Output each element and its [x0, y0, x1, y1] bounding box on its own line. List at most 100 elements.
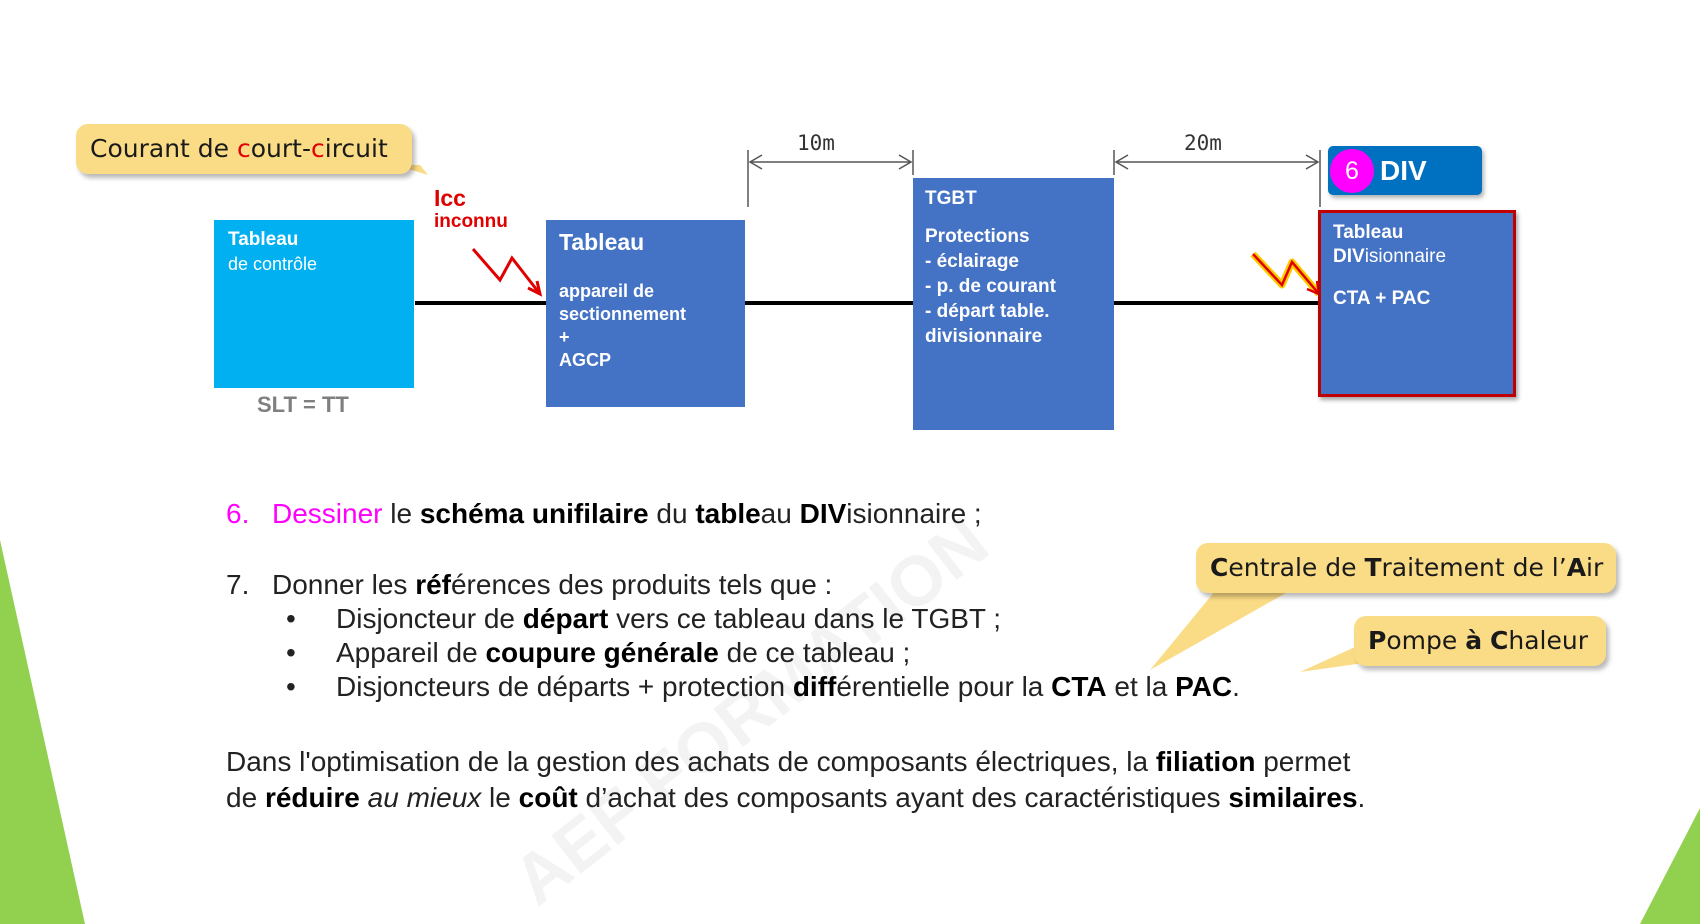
cc-text-4: c — [311, 134, 325, 163]
box-tableau-controle: Tableau de contrôle — [214, 220, 414, 388]
c2-b: réduire — [264, 782, 360, 813]
box-tableau-sectionnement: Tableau appareil de sectionnement + AGCP — [546, 220, 745, 407]
cta-t3: ir — [1586, 553, 1604, 582]
q7-i2-c: de ce tableau ; — [718, 637, 911, 668]
q6-verb: Dessiner — [272, 498, 383, 529]
icc-line-1: Icc — [434, 185, 466, 211]
cta-a: A — [1566, 553, 1587, 582]
div-badge-label: DIV — [1380, 155, 1427, 186]
cc-text-5: ircuit — [324, 134, 388, 163]
c2-a: de — [226, 782, 265, 813]
divisionnaire-suffix: isionnaire — [1364, 246, 1447, 267]
controle-sub: de contrôle — [228, 254, 318, 274]
divisionnaire-line-1: Tableau — [1333, 222, 1404, 243]
box-tableau-divisionnaire: Tableau DIVisionnaire CTA + PAC — [1318, 210, 1516, 397]
c1-b: filiation — [1155, 746, 1256, 777]
question-6: 6. Dessiner le schéma unifilaire du table… — [226, 497, 982, 531]
c1-c: permet — [1255, 746, 1351, 777]
callout-pointer-cta — [1150, 585, 1300, 670]
c2-e: le — [481, 782, 519, 813]
slt-caption: SLT = TT — [257, 392, 349, 417]
lightning-arrow-yellow — [1250, 251, 1322, 297]
q7-item-2: •Appareil de coupure générale de ce tabl… — [272, 636, 1240, 670]
div-badge: 6 DIV — [1328, 146, 1482, 195]
q7-i2-a: Appareil de — [336, 637, 486, 668]
q6-t7: isionnaire ; — [846, 498, 982, 529]
lightning-arrow-red — [471, 248, 543, 297]
q7-intro-3: érences des produits tels que : — [450, 569, 833, 600]
q6-t5: au — [760, 498, 800, 529]
conclusion: Dans l'optimisation de la gestion des ac… — [226, 744, 1365, 816]
div-badge-number: 6 — [1330, 149, 1374, 193]
cta-t: T — [1364, 553, 1382, 582]
pac-sp — [1482, 626, 1490, 655]
callout-court-circuit: Courant de court-circuit — [76, 124, 412, 174]
pac-t2: haleur — [1508, 626, 1588, 655]
green-corner-left — [0, 540, 85, 924]
q7-num: 7. — [226, 569, 250, 600]
q7-i1-b: départ — [522, 603, 609, 634]
conclusion-line-1: Dans l'optimisation de la gestion des ac… — [226, 744, 1365, 780]
icc-line-2: inconnu — [434, 211, 508, 232]
divisionnaire-div: DIV — [1333, 246, 1365, 267]
pac-t1: ompe — [1386, 626, 1466, 655]
bullet-3: • — [286, 671, 296, 702]
q7-intro-2: réf — [415, 569, 451, 600]
q6-t1: le — [382, 498, 420, 529]
q7-i3-c: érentielle pour la — [836, 671, 1052, 702]
q7-intro: 7.Donner les références des produits tel… — [226, 568, 1240, 602]
q7-i3-e: et la — [1106, 671, 1176, 702]
c2-g: d’achat des composants ayant des caracté… — [577, 782, 1229, 813]
divisionnaire-line-2: DIVisionnaire — [1333, 245, 1501, 269]
c2-c — [360, 782, 368, 813]
q7-i1-a: Disjoncteur de — [336, 603, 523, 634]
tgbt-body: Protections - éclairage - p. de courant … — [925, 226, 1056, 347]
cta-c: C — [1210, 553, 1229, 582]
distance-10m: 10m — [797, 131, 835, 155]
q7-i3-a: Disjoncteurs de départs + protection — [336, 671, 793, 702]
q7-item-3: • Disjoncteurs de départs + protection di… — [272, 670, 1240, 704]
divisionnaire-line-3: CTA + PAC — [1333, 288, 1431, 309]
cc-text-2: c — [237, 134, 251, 163]
q6-t3: du — [648, 498, 696, 529]
callout-pac: Pompe à Chaleur — [1354, 616, 1606, 666]
sectionnement-body: appareil de sectionnement + AGCP — [559, 281, 687, 370]
cta-t2: raitement de l’ — [1381, 553, 1567, 582]
dim-arrow-10m — [748, 154, 913, 170]
bullet-2: • — [286, 637, 296, 668]
callout-cta: Centrale de Traitement de l’Air — [1196, 543, 1616, 593]
watermark: AEF FORMATION — [498, 502, 1002, 919]
c2-i: . — [1357, 782, 1366, 813]
pac-a: à — [1465, 626, 1483, 655]
conclusion-line-2: de réduire au mieux le coût d’achat des … — [226, 780, 1365, 816]
c1-a: Dans l'optimisation de la gestion des ac… — [226, 746, 1156, 777]
q6-t4: table — [695, 498, 761, 529]
box-tgbt: TGBT Protections - éclairage - p. de cou… — [913, 178, 1114, 430]
q6-num: 6. — [226, 498, 250, 529]
question-7: 7.Donner les références des produits tel… — [226, 568, 1240, 704]
cc-text-1: Courant de — [90, 134, 237, 163]
q7-i3-g: . — [1232, 671, 1240, 702]
green-corner-right — [1640, 808, 1700, 924]
q7-i3-b: diff — [792, 671, 837, 702]
icc-label: Icc inconnu — [434, 186, 508, 234]
bullet-1: • — [286, 603, 296, 634]
cta-t1: entrale de — [1228, 553, 1365, 582]
q7-i3-f: PAC — [1175, 671, 1233, 702]
pac-c: C — [1490, 626, 1509, 655]
q7-item-1: • Disjoncteur de départ vers ce tableau d… — [272, 602, 1240, 636]
tgbt-title: TGBT — [925, 188, 977, 209]
pac-p: P — [1368, 626, 1387, 655]
cc-text-3: ourt- — [250, 134, 311, 163]
q6-t2: schéma unifilaire — [419, 498, 649, 529]
q6-t6: DIV — [799, 498, 847, 529]
dim-arrow-20m — [1114, 154, 1320, 170]
c2-d: au mieux — [367, 782, 482, 813]
c2-h: similaires — [1228, 782, 1358, 813]
c2-f: coût — [518, 782, 578, 813]
controle-title: Tableau — [228, 229, 299, 250]
q7-i1-c: vers ce tableau dans le TGBT ; — [608, 603, 1002, 634]
distance-20m: 20m — [1184, 131, 1222, 155]
sectionnement-title: Tableau — [559, 229, 645, 255]
